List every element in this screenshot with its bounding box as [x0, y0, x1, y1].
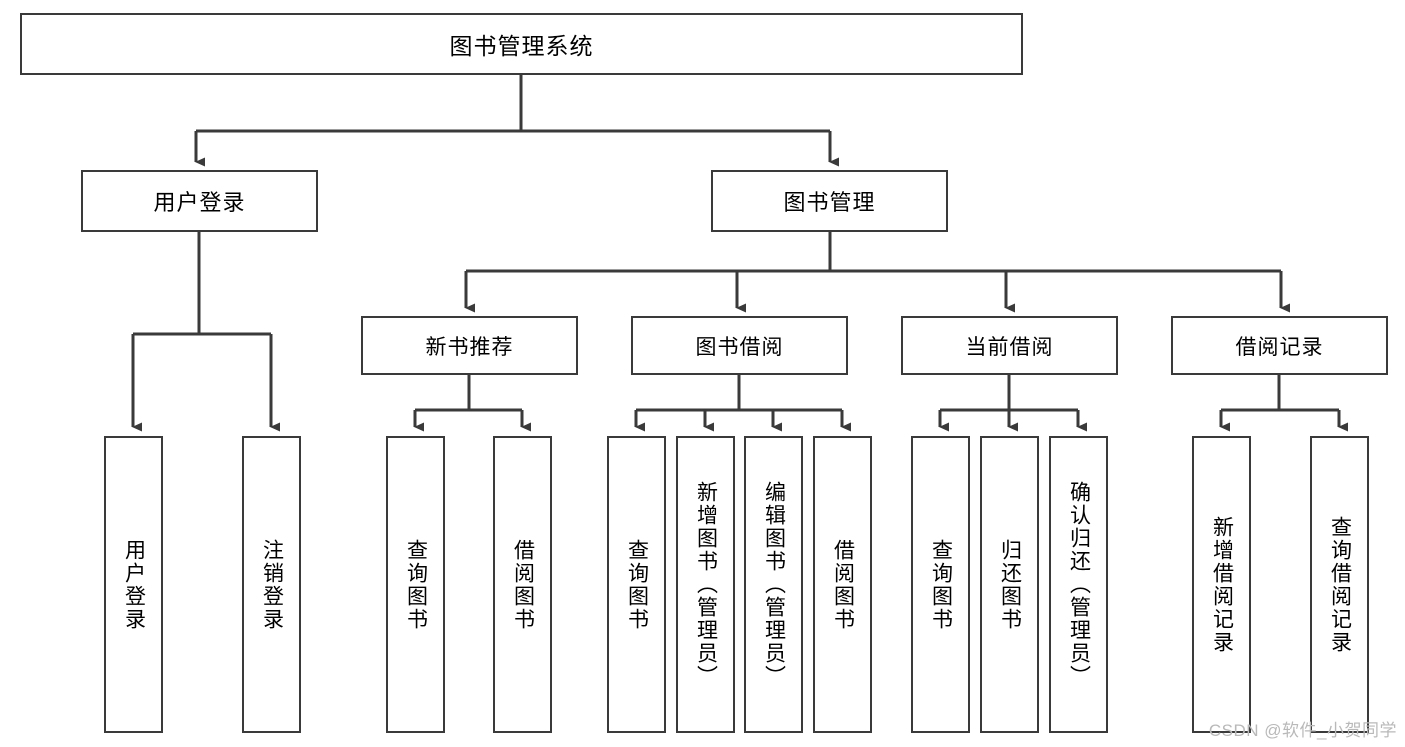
node-borrow-record[interactable]: 借阅记录	[1171, 316, 1388, 375]
node-label: 新书推荐	[425, 335, 514, 359]
node-current-borrow[interactable]: 当前借阅	[901, 316, 1118, 375]
node-label: 图书管理	[783, 190, 876, 215]
node-label: 图书借阅	[695, 335, 784, 359]
node-book-borrow[interactable]: 图书借阅	[631, 316, 848, 375]
node-leaf-query-book-2[interactable]: 查询图书	[607, 436, 666, 733]
node-label: 用户登录	[153, 190, 246, 215]
node-leaf-borrow-book-1[interactable]: 借阅图书	[493, 436, 552, 733]
node-label: 当前借阅	[965, 335, 1054, 359]
node-label: 确认归还（管理员）	[1067, 481, 1091, 688]
node-label: 编辑图书（管理员）	[762, 481, 786, 688]
node-label: 新增借阅记录	[1210, 515, 1234, 654]
node-label: 用户登录	[122, 538, 146, 631]
node-label: 借阅图书	[831, 538, 855, 631]
watermark-text: CSDN @软件_小贺同学	[1208, 721, 1397, 740]
node-leaf-query-book-1[interactable]: 查询图书	[386, 436, 445, 733]
node-leaf-query-record[interactable]: 查询借阅记录	[1310, 436, 1369, 733]
node-label: 查询图书	[404, 538, 428, 631]
node-leaf-edit-book[interactable]: 编辑图书（管理员）	[744, 436, 803, 733]
node-label: 注销登录	[260, 538, 284, 631]
node-new-book-recommend[interactable]: 新书推荐	[361, 316, 578, 375]
node-label: 新增图书（管理员）	[694, 481, 718, 688]
node-label: 查询借阅记录	[1328, 515, 1352, 654]
node-label: 图书管理系统	[449, 33, 594, 59]
node-book-management-system[interactable]: 图书管理系统	[20, 13, 1023, 75]
node-label: 归还图书	[998, 538, 1022, 631]
node-label: 借阅图书	[511, 538, 535, 631]
node-label: 查询图书	[929, 538, 953, 631]
node-book-management[interactable]: 图书管理	[711, 170, 948, 232]
node-leaf-user-login[interactable]: 用户登录	[104, 436, 163, 733]
node-leaf-add-book[interactable]: 新增图书（管理员）	[676, 436, 735, 733]
node-leaf-borrow-book-2[interactable]: 借阅图书	[813, 436, 872, 733]
node-leaf-query-book-3[interactable]: 查询图书	[911, 436, 970, 733]
node-leaf-add-record[interactable]: 新增借阅记录	[1192, 436, 1251, 733]
node-leaf-logout-login[interactable]: 注销登录	[242, 436, 301, 733]
node-label: 查询图书	[625, 538, 649, 631]
node-label: 借阅记录	[1235, 335, 1324, 359]
node-user-login[interactable]: 用户登录	[81, 170, 318, 232]
node-leaf-confirm-return[interactable]: 确认归还（管理员）	[1049, 436, 1108, 733]
node-leaf-return-book[interactable]: 归还图书	[980, 436, 1039, 733]
